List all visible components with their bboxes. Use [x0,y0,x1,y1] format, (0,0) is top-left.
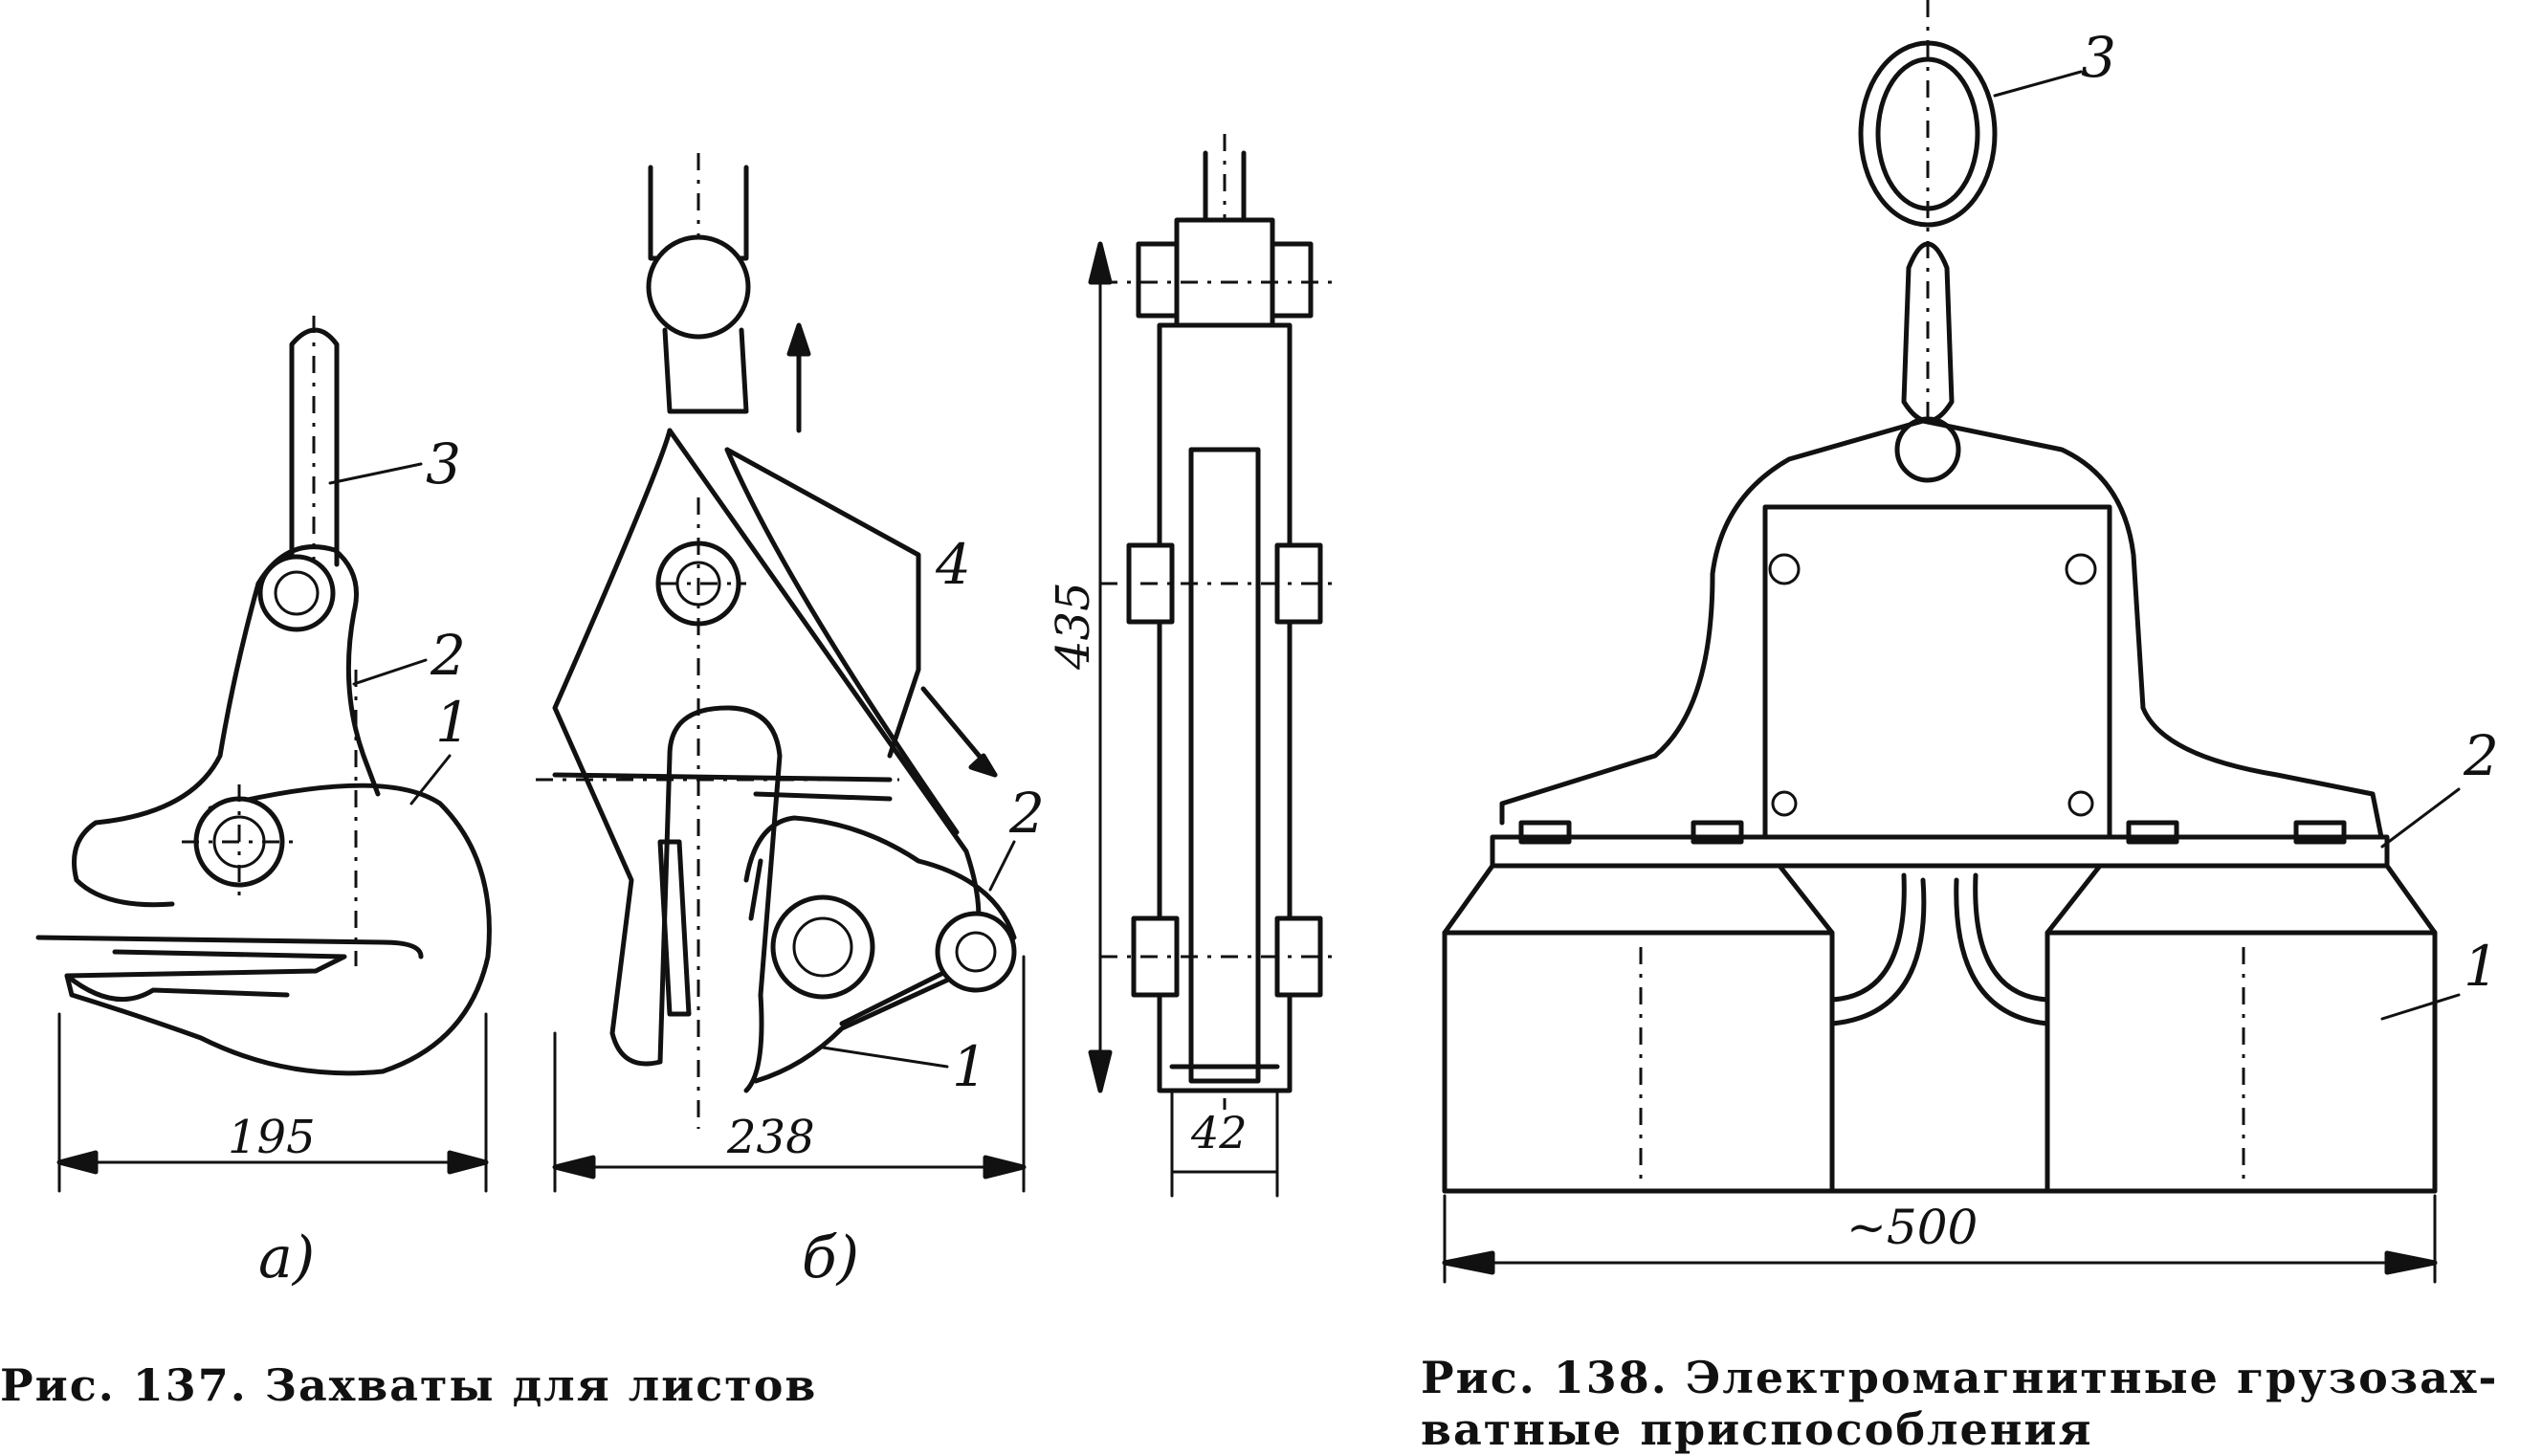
magnet-width-dimension: ~500 [1846,1200,1978,1255]
grab-a-drawing [35,316,492,1193]
magnet-part-1-label: 1 [2464,934,2499,999]
figure-137-caption: Рис. 137. Захваты для листов [0,1359,818,1411]
drawing-labels: 3 2 1 195 а) 4 2 1 238 435 42 б) 3 2 1 ~… [228,25,2499,1291]
grab-b-front-drawing [536,153,1027,1193]
grab-b-part-1-label: 1 [952,1034,987,1099]
grab-a-part-2-label: 2 [430,623,466,688]
grab-b-height-dimension: 435 [1047,582,1100,671]
subfigure-b-label: б) [802,1224,859,1291]
electromagnet-drawing [1442,0,2461,1284]
grab-a-width-dimension: 195 [228,1111,316,1164]
figure-138-caption-line-2: ватные приспособления [1421,1403,2093,1455]
figure-138-caption-line-1: Рис. 138. Электромагнитные грузозах- [1421,1352,2499,1403]
grab-b-width-dimension: 238 [726,1111,815,1164]
grab-b-part-2-label: 2 [1008,781,1045,846]
grab-a-part-1-label: 1 [435,690,471,755]
magnet-part-3-label: 3 [2081,25,2116,90]
grab-b-side-drawing [1088,134,1339,1198]
subfigure-a-label: а) [258,1224,315,1291]
magnet-part-2-label: 2 [2463,723,2499,788]
grab-b-part-4-label: 4 [935,532,971,597]
grab-a-part-3-label: 3 [426,431,461,496]
grab-b-side-dimension: 42 [1190,1107,1248,1158]
